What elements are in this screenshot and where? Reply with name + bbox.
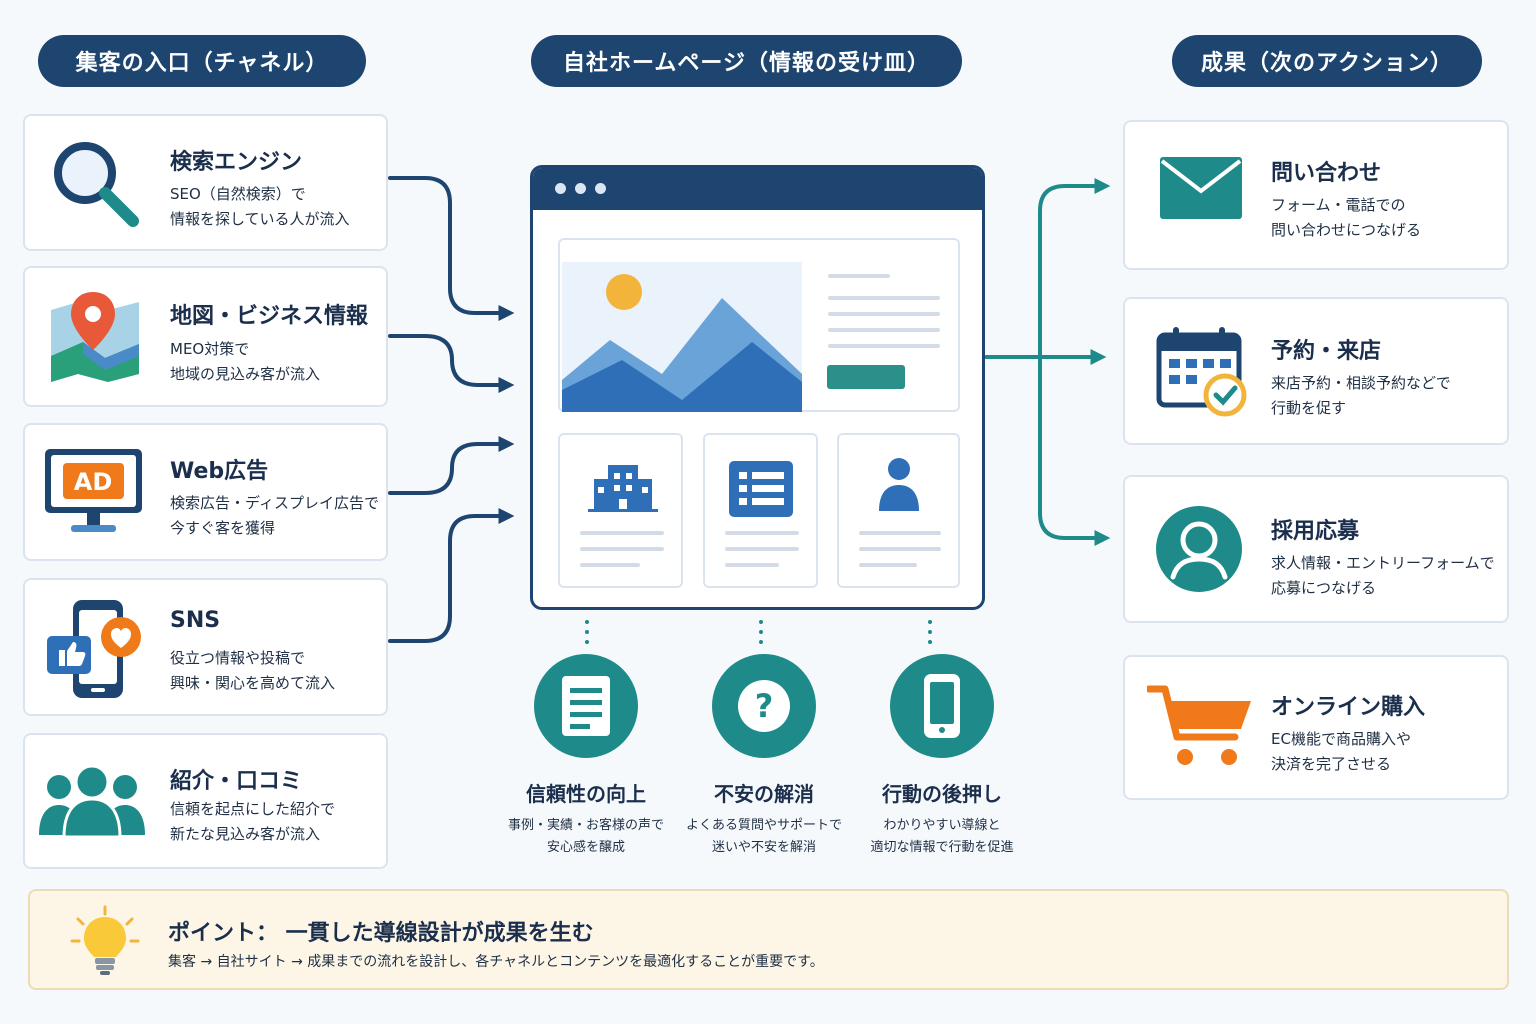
channel-card-ad: AD Web広告 検索広告・ディスプレイ広告で今すぐ客を獲得 <box>23 423 388 561</box>
people-group-icon <box>39 764 145 839</box>
channel-title: 検索エンジン <box>170 150 303 175</box>
homepage-header: 自社ホームページ（情報の受け皿） <box>531 35 962 87</box>
result-title: 問い合わせ <box>1271 161 1382 186</box>
feature-title: 行動の後押し <box>882 782 1002 806</box>
person-icon <box>879 458 919 511</box>
result-desc: 求人情報・エントリーフォームで応募につなげる <box>1271 554 1495 597</box>
channel-desc: 役立つ情報や投稿で興味・関心を高めて流入 <box>170 649 336 692</box>
text-line <box>859 547 941 551</box>
result-card-purchase: オンライン購入 EC機能で商品購入や決済を完了させる <box>1123 655 1509 800</box>
map-pin-icon <box>51 292 139 382</box>
homepage-browser-mockup <box>530 165 985 610</box>
text-line <box>580 547 664 551</box>
channel-card-map: 地図・ビジネス情報 MEO対策で地域の見込み客が流入 <box>23 266 388 407</box>
lightbulb-icon <box>70 905 140 975</box>
channel-card-search: 検索エンジン SEO（自然検索）で情報を探している人が流入 <box>23 114 388 251</box>
person-circle-icon <box>1156 506 1242 592</box>
result-card-reservation: 予約・来店 来店予約・相談予約などで行動を促す <box>1123 297 1509 445</box>
channel-desc: 信頼を起点にした紹介で新たな見込み客が流入 <box>170 800 336 843</box>
svg-text:AD: AD <box>74 468 113 496</box>
hero-panel <box>558 238 960 412</box>
svg-text:?: ? <box>755 687 774 725</box>
envelope-icon <box>1160 157 1242 219</box>
channel-desc: 検索広告・ディスプレイ広告で今すぐ客を獲得 <box>170 494 379 537</box>
ad-monitor-icon: AD <box>45 449 142 532</box>
landscape-image-icon <box>562 262 802 412</box>
document-icon <box>534 654 638 758</box>
smartphone-like-heart-icon <box>47 600 141 698</box>
key-point-title: ポイント： 一貫した導線設計が成果を生む <box>168 921 594 946</box>
channel-title: 紹介・口コミ <box>170 769 303 794</box>
connector-map <box>388 334 515 393</box>
content-panel-person <box>837 433 960 588</box>
key-point-desc: 集客 → 自社サイト → 成果までの流れを設計し、各チャネルとコンテンツを最適化… <box>168 954 824 970</box>
result-desc: EC機能で商品購入や決済を完了させる <box>1271 730 1411 773</box>
results-header: 成果（次のアクション） <box>1172 35 1482 87</box>
text-line <box>859 531 941 535</box>
connector-to-recruit <box>1038 355 1111 546</box>
channel-title: SNS <box>170 608 221 633</box>
browser-title-bar <box>533 168 982 210</box>
channel-desc: MEO対策で地域の見込み客が流入 <box>170 340 321 383</box>
text-line <box>828 296 940 300</box>
channel-title: 地図・ビジネス情報 <box>170 304 369 329</box>
magnifier-icon <box>54 142 139 227</box>
key-point-box: ポイント： 一貫した導線設計が成果を生む 集客 → 自社サイト → 成果までの流… <box>28 889 1509 990</box>
connector-to-inquiry <box>1038 178 1111 359</box>
result-title: 予約・来店 <box>1271 339 1382 364</box>
window-dot <box>555 183 566 194</box>
shopping-cart-icon <box>1147 685 1251 765</box>
text-line <box>580 563 640 567</box>
calendar-check-icon <box>1156 327 1247 417</box>
connector-sns <box>388 508 515 643</box>
text-line <box>828 312 940 316</box>
connector-search <box>388 176 515 321</box>
feature-title: 不安の解消 <box>714 782 814 806</box>
text-line <box>828 328 940 332</box>
channel-desc: SEO（自然検索）で情報を探している人が流入 <box>170 185 350 228</box>
text-line <box>580 531 664 535</box>
result-desc: フォーム・電話での問い合わせにつなげる <box>1271 196 1422 239</box>
list-icon <box>729 461 793 517</box>
connector-ad <box>388 436 515 495</box>
building-icon <box>588 465 658 512</box>
window-dot <box>575 183 586 194</box>
text-line <box>828 344 940 348</box>
channels-header: 集客の入口（チャネル） <box>38 35 366 87</box>
text-line <box>828 274 890 278</box>
result-desc: 来店予約・相談予約などで行動を促す <box>1271 374 1451 417</box>
text-line <box>725 547 799 551</box>
feature-trust: 信頼性の向上 事例・実績・お客様の声で安心感を醸成 <box>491 654 681 859</box>
dotted-connector <box>759 620 763 650</box>
channel-card-sns: SNS 役立つ情報や投稿で興味・関心を高めて流入 <box>23 578 388 716</box>
result-card-inquiry: 問い合わせ フォーム・電話での問い合わせにつなげる <box>1123 120 1509 270</box>
dotted-connector <box>928 620 932 650</box>
channel-title: Web広告 <box>170 459 269 484</box>
feature-reassurance: ? 不安の解消 よくある質問やサポートで迷いや不安を解消 <box>669 654 859 859</box>
text-line <box>725 531 799 535</box>
feature-action: 行動の後押し わかりやすい導線と適切な情報で行動を促進 <box>847 654 1037 859</box>
feature-title: 信頼性の向上 <box>526 782 646 806</box>
channel-card-referral: 紹介・口コミ 信頼を起点にした紹介で新たな見込み客が流入 <box>23 733 388 869</box>
feature-desc: わかりやすい導線と適切な情報で行動を促進 <box>870 818 1014 855</box>
window-dot <box>595 183 606 194</box>
smartphone-icon <box>890 654 994 758</box>
text-line <box>725 563 779 567</box>
feature-desc: よくある質問やサポートで迷いや不安を解消 <box>685 818 842 855</box>
result-title: 採用応募 <box>1271 519 1360 544</box>
result-card-recruit: 採用応募 求人情報・エントリーフォームで応募につなげる <box>1123 475 1509 623</box>
result-title: オンライン購入 <box>1271 695 1426 720</box>
question-icon: ? <box>712 654 816 758</box>
feature-desc: 事例・実績・お客様の声で安心感を醸成 <box>507 818 664 855</box>
content-panel-list <box>703 433 818 588</box>
content-panel-company <box>558 433 683 588</box>
cta-button-mock <box>827 365 905 389</box>
dotted-connector <box>585 620 589 650</box>
text-line <box>859 563 917 567</box>
